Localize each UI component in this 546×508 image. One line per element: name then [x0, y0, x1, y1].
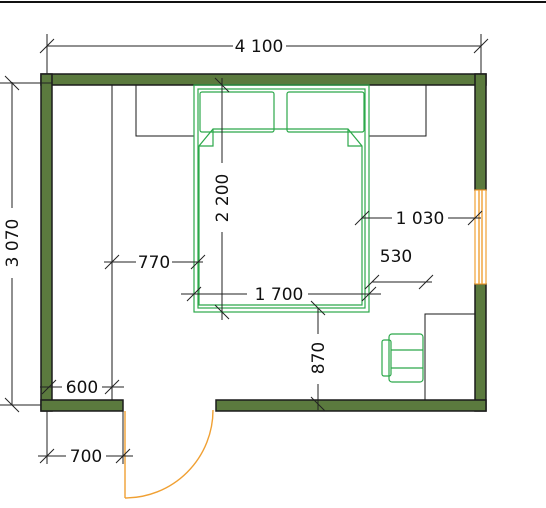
nightstands [135, 85, 427, 137]
label-room-width: 4 100 [235, 37, 284, 57]
label-bed-width: 1 700 [255, 285, 304, 305]
door [124, 409, 214, 499]
bed [193, 84, 370, 313]
desk [424, 313, 475, 400]
label-door-offset: 700 [70, 447, 102, 467]
chair [381, 333, 424, 383]
bed-frame-inner [197, 88, 366, 309]
window [474, 189, 487, 285]
dim-door-offset: 700 [38, 411, 133, 467]
label-room-length: 3 070 [3, 219, 23, 268]
dim-bed-to-right-wall: 1 030 [354, 209, 483, 229]
wall-left [40, 73, 53, 412]
dim-wardrobe-depth: 600 [40, 378, 124, 398]
wall-bottom-right [215, 399, 487, 412]
walls [40, 73, 487, 412]
dim-chair-offset: 530 [364, 247, 434, 290]
pillow-left [199, 91, 275, 133]
wall-bottom-left [40, 399, 124, 412]
label-bed-to-bottom-wall: 870 [309, 342, 329, 374]
pillow-right [286, 91, 365, 133]
dim-bed-to-bottom-wall: 870 [309, 300, 329, 412]
wall-top [40, 73, 487, 86]
label-bed-to-right-wall: 1 030 [396, 209, 445, 229]
dim-wardrobe-to-bed: 770 [104, 253, 206, 273]
dim-room-length: 3 070 [0, 75, 52, 413]
wall-right-lower [474, 283, 487, 412]
dim-room-width: 4 100 [39, 34, 489, 74]
label-wardrobe-depth: 600 [66, 378, 98, 398]
nightstand-right [369, 85, 427, 137]
dim-bed-length: 2 200 [213, 77, 233, 320]
dim-bed-width: 1 700 [181, 285, 381, 305]
label-bed-length: 2 200 [213, 174, 233, 223]
label-chair-offset: 530 [380, 247, 412, 267]
wall-right-upper [474, 73, 487, 191]
bed-frame-outer [193, 84, 370, 313]
label-wardrobe-to-bed: 770 [138, 253, 170, 273]
nightstand-left [135, 85, 194, 137]
